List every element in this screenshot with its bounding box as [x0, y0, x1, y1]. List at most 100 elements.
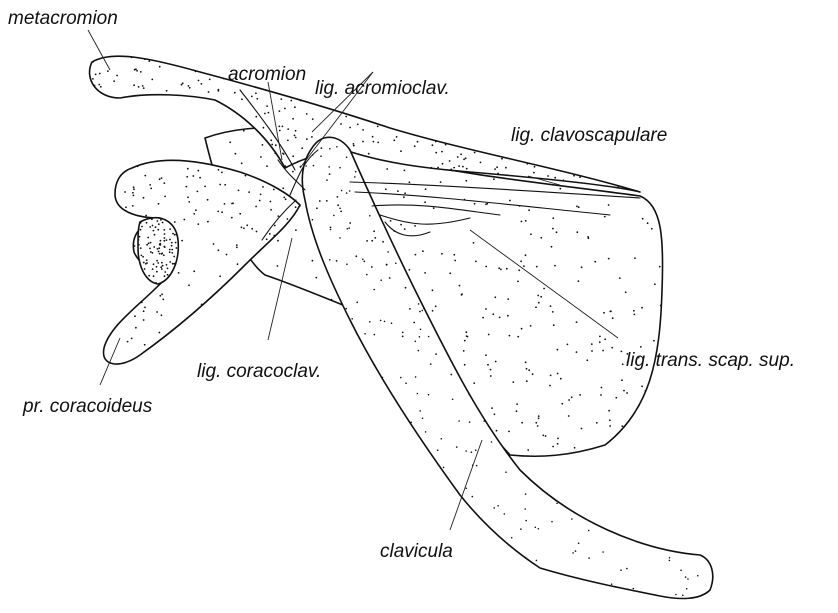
stipple-dot — [428, 394, 430, 396]
stipple-dot — [373, 230, 375, 232]
stipple-dot — [274, 225, 276, 227]
stipple-dot — [537, 425, 539, 427]
stipple-dot — [251, 228, 253, 230]
stipple-dot — [255, 206, 257, 208]
stipple-dot — [331, 299, 333, 301]
stipple-dot — [486, 203, 488, 205]
stipple-dot — [256, 98, 258, 100]
stipple-dot — [425, 431, 427, 433]
stipple-dot — [150, 242, 152, 244]
stipple-dot — [143, 319, 145, 321]
stipple-dot — [248, 191, 250, 193]
stipple-dot — [442, 163, 444, 165]
stipple-dot — [560, 378, 562, 380]
stipple-dot — [474, 152, 476, 154]
stipple-dot — [485, 354, 487, 356]
stipple-dot — [405, 287, 407, 289]
stipple-dot — [493, 178, 495, 180]
stipple-dot — [456, 446, 458, 448]
stipple-dot — [107, 70, 109, 72]
stipple-dot — [266, 238, 268, 240]
stipple-dot — [482, 317, 484, 319]
stipple-dot — [647, 222, 649, 224]
stipple-dot — [523, 265, 525, 267]
stipple-dot — [340, 211, 342, 213]
stipple-dot — [608, 410, 610, 412]
stipple-dot — [347, 228, 349, 230]
stipple-dot — [432, 144, 434, 146]
stipple-dot — [461, 293, 463, 295]
stipple-dot — [576, 206, 578, 208]
stipple-dot — [159, 66, 161, 68]
stipple-dot — [201, 83, 203, 85]
stipple-dot — [463, 158, 465, 160]
stipple-dot — [349, 127, 351, 129]
stipple-dot — [142, 256, 144, 258]
stipple-dot — [609, 311, 611, 313]
stipple-dot — [540, 237, 542, 239]
stipple-dot — [268, 112, 270, 114]
stipple-dot — [187, 196, 189, 198]
stipple-dot — [437, 449, 439, 451]
stipple-dot — [415, 376, 417, 378]
stipple-dot — [306, 113, 308, 115]
stipple-dot — [306, 138, 308, 140]
stipple-dot — [450, 374, 452, 376]
stipple-dot — [256, 231, 258, 233]
stipple-dot — [626, 568, 628, 570]
stipple-dot — [275, 144, 277, 146]
stipple-dot — [161, 262, 163, 264]
stipple-dot — [259, 200, 261, 202]
stipple-dot — [633, 588, 635, 590]
stipple-dot — [219, 184, 221, 186]
stipple-dot — [536, 266, 538, 268]
stipple-dot — [422, 310, 424, 312]
stipple-dot — [542, 435, 544, 437]
stipple-dot — [682, 595, 684, 597]
stipple-dot — [161, 268, 163, 270]
stipple-dot — [207, 221, 209, 223]
stipple-dot — [157, 220, 159, 222]
stipple-dot — [166, 264, 168, 266]
stipple-dot — [161, 177, 163, 179]
stipple-dot — [294, 135, 296, 137]
stipple-dot — [516, 403, 518, 405]
stipple-dot — [282, 126, 284, 128]
stipple-dot — [368, 153, 370, 155]
stipple-dot — [419, 336, 421, 338]
stipple-dot — [603, 312, 605, 314]
stipple-dot — [273, 235, 275, 237]
stipple-dot — [156, 311, 158, 313]
stipple-dot — [134, 245, 136, 247]
stipple-dot — [292, 155, 294, 157]
stipple-dot — [556, 231, 558, 233]
stipple-dot — [221, 172, 223, 174]
stipple-dot — [445, 144, 447, 146]
stipple-dot — [284, 108, 286, 110]
stipple-dot — [158, 251, 160, 253]
stipple-dot — [538, 528, 540, 530]
stipple-dot — [140, 71, 142, 73]
stipple-dot — [353, 143, 355, 145]
stipple-dot — [475, 449, 477, 451]
stipple-dot — [160, 240, 162, 242]
label-lig-acromioclav: lig. acromioclav. — [315, 78, 450, 99]
stipple-dot — [601, 387, 603, 389]
stipple-dot — [336, 146, 338, 148]
stipple-dot — [430, 363, 432, 365]
stipple-dot — [241, 227, 243, 229]
stipple-dot — [520, 528, 522, 530]
stipple-dot — [626, 392, 628, 394]
stipple-dot — [260, 194, 262, 196]
stipple-dot — [625, 291, 627, 293]
stipple-dot — [181, 84, 183, 86]
stipple-dot — [274, 152, 276, 154]
stipple-dot — [551, 246, 553, 248]
stipple-dot — [496, 166, 498, 168]
stipple-dot — [171, 245, 173, 247]
stipple-dot — [144, 175, 146, 177]
stipple-dot — [255, 92, 257, 94]
stipple-dot — [374, 237, 376, 239]
stipple-dot — [567, 344, 569, 346]
stipple-dot — [171, 252, 173, 254]
